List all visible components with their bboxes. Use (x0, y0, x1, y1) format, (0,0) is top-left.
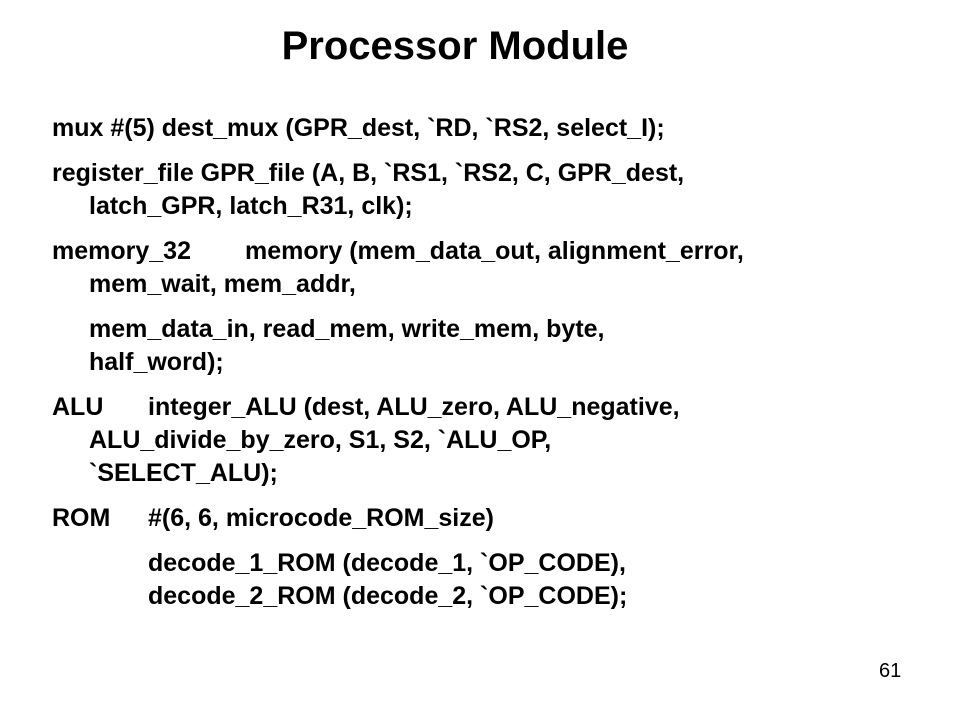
code-line-continued: decode_2_ROM (decode_2, `OP_CODE); (148, 582, 628, 610)
memory-instance-continued: mem_data_in, read_mem, write_mem, byte, … (52, 313, 932, 379)
code-line-continued: half_word); (89, 348, 224, 376)
alu-instance: ALU integer_ALU (dest, ALU_zero, ALU_nega… (52, 391, 932, 490)
module-instance-text: integer_ALU (dest, ALU_zero, ALU_negativ… (148, 393, 680, 421)
rom-decoders: decode_1_ROM (decode_1, `OP_CODE), decod… (52, 547, 932, 613)
page-number: 61 (879, 660, 902, 682)
code-line-continued: mem_data_in, read_mem, write_mem, byte, (89, 315, 605, 343)
code-line: memory_32 memory (mem_data_out, alignment… (52, 235, 932, 268)
code-line: ALU integer_ALU (dest, ALU_zero, ALU_nega… (52, 391, 932, 424)
code-line: mux #(5) dest_mux (GPR_dest, `RD, `RS2, … (52, 114, 665, 142)
register-file-instance: register_file GPR_file (A, B, `RS1, `RS2… (52, 157, 932, 223)
module-params: #(6, 6, microcode_ROM_size) (148, 504, 494, 532)
code-line: register_file GPR_file (A, B, `RS1, `RS2… (52, 159, 685, 187)
code-line-continued: ALU_divide_by_zero, S1, S2, `ALU_OP, (89, 426, 552, 454)
code-line-continued: decode_1_ROM (decode_1, `OP_CODE), (148, 549, 626, 577)
code-line-continued: mem_wait, mem_addr, (89, 270, 356, 298)
code-body: mux #(5) dest_mux (GPR_dest, `RD, `RS2, … (52, 112, 932, 625)
memory-instance: memory_32 memory (mem_data_out, alignment… (52, 235, 932, 301)
code-line-continued: `SELECT_ALU); (89, 459, 278, 487)
rom-instance: ROM #(6, 6, microcode_ROM_size) (52, 502, 932, 535)
code-line: ROM #(6, 6, microcode_ROM_size) (52, 502, 932, 535)
module-type: memory_32 (52, 237, 191, 265)
module-type: ROM (52, 504, 111, 532)
module-type: ALU (52, 393, 104, 421)
module-instance-text: memory (mem_data_out, alignment_error, (245, 237, 744, 265)
mux-instance: mux #(5) dest_mux (GPR_dest, `RD, `RS2, … (52, 112, 932, 145)
code-line-continued: latch_GPR, latch_R31, clk); (89, 192, 413, 220)
slide-title: Processor Module (281, 24, 629, 68)
